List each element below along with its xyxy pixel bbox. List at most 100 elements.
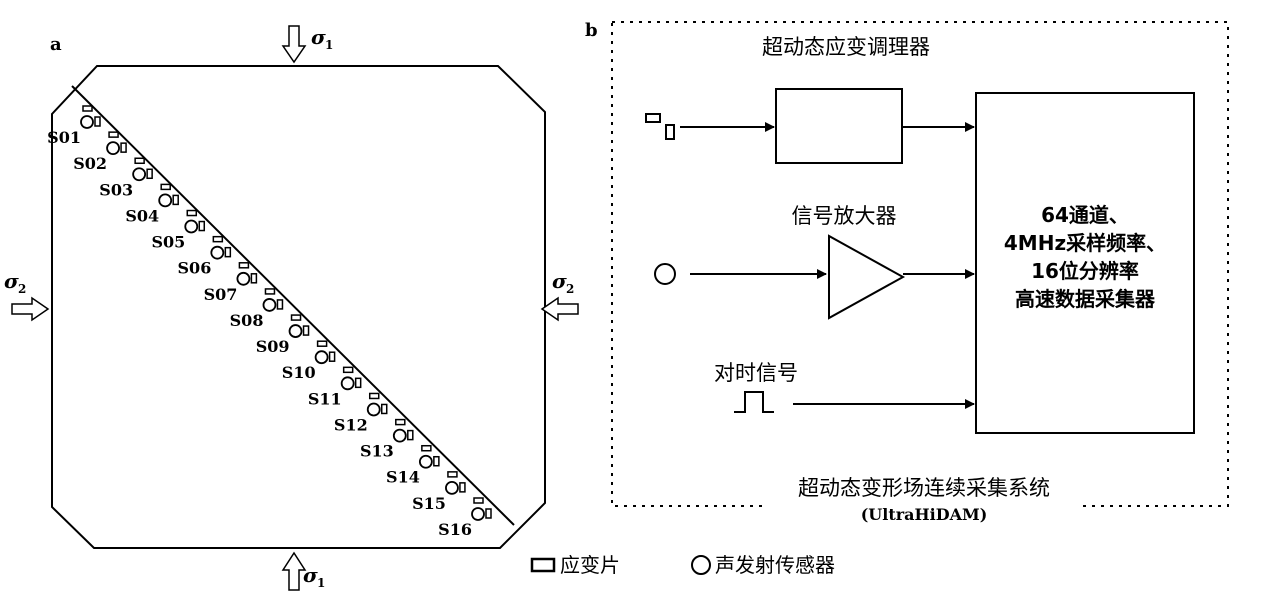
sensor-s02: S02 — [73, 131, 127, 173]
strain-gauge-vertical-icon — [302, 325, 310, 336]
strain-gauge-horizontal-icon — [186, 209, 198, 217]
sigma1-top-symbol: σ — [311, 25, 326, 49]
legend-strain-gauge-icon — [530, 557, 556, 573]
strain-gauge-vertical-icon — [407, 429, 414, 441]
sensor-s12: S12 — [334, 392, 388, 434]
strain-gauge-vertical-icon — [328, 351, 336, 362]
sensor-s08: S08 — [230, 288, 284, 330]
strain-gauge-horizontal-icon — [108, 131, 119, 138]
strain-gauge-horizontal-icon — [368, 392, 380, 400]
ae-sensor-icon — [236, 271, 251, 286]
amplifier-triangle — [828, 234, 906, 320]
sensor-s05: S05 — [151, 209, 206, 252]
sensor-s13: S13 — [360, 418, 414, 461]
daq-line-4: 高速数据采集器 — [1015, 287, 1156, 311]
ae-sensor-icon — [418, 454, 433, 469]
strain-gauge-input-icon — [645, 113, 675, 140]
strain-gauge-horizontal-icon — [395, 418, 406, 426]
strain-gauge-vertical-icon — [198, 220, 206, 232]
panel-b: b 超动态应变调理器 信号放大器 对时信号 64通道、 4MHz采样频率、 16… — [585, 20, 1229, 524]
sigma2-left-subscript: 2 — [18, 282, 26, 296]
legend-ae-sensor-icon — [691, 555, 711, 575]
sigma1-top-subscript: 1 — [325, 38, 333, 52]
sensor-label: S13 — [360, 442, 394, 461]
conditioner-title: 超动态应变调理器 — [762, 35, 930, 59]
strain-gauge-horizontal-icon — [134, 157, 145, 165]
strain-gauge-vertical-icon — [250, 273, 258, 284]
sensor-label: S15 — [412, 494, 446, 513]
ae-sensor-icon — [262, 298, 277, 312]
daq-line-3: 16位分辨率 — [1031, 259, 1139, 283]
panel-b-label: b — [585, 20, 598, 41]
sensor-s14: S14 — [386, 444, 440, 487]
daq-box — [975, 92, 1195, 434]
sensor-label: S16 — [438, 520, 472, 539]
sigma2-right-subscript: 2 — [566, 282, 574, 296]
sensor-label: S04 — [125, 206, 159, 225]
strain-gauge-horizontal-icon — [421, 444, 432, 452]
strain-gauge-vertical-icon — [224, 246, 232, 258]
strain-gauge-vertical-icon — [146, 168, 153, 180]
strain-gauge-horizontal-icon — [82, 105, 93, 112]
daq-line-2: 4MHz采样频率、 — [1004, 231, 1166, 255]
ae-sensor-icon — [288, 324, 303, 338]
strain-gauge-vertical-icon — [94, 116, 101, 127]
stress-arrow-left: σ 2 — [4, 269, 50, 322]
daq-line-1: 64通道、 — [1041, 203, 1129, 227]
ae-sensor-icon — [80, 115, 94, 129]
ae-sensor-icon — [184, 219, 199, 234]
system-subtitle: (UltraHiDAM) — [861, 505, 988, 524]
sensor-s09: S09 — [256, 314, 310, 356]
panel-a-label: a — [50, 34, 62, 55]
legend: 应变片 声发射传感器 — [530, 553, 835, 577]
ae-sensor-icon — [340, 376, 355, 391]
ae-sensor-input-icon — [654, 263, 676, 285]
sensor-s06: S06 — [178, 235, 232, 278]
stress-arrow-top: σ 1 — [281, 25, 333, 64]
ae-sensor-icon — [445, 480, 459, 495]
amplifier-title: 信号放大器 — [792, 204, 897, 228]
strain-gauge-vertical-icon — [120, 142, 127, 153]
boundary-gap — [768, 495, 1080, 517]
strain-gauge-horizontal-icon — [264, 288, 276, 295]
sigma1-bottom-symbol: σ — [303, 563, 318, 587]
strain-gauge-horizontal-icon — [212, 235, 224, 243]
strain-conditioner-box — [775, 88, 903, 164]
sensor-label: S03 — [99, 180, 133, 199]
sensor-array: S01S02S03S04S05S06S07S08S09S10S11S12S13S… — [47, 105, 492, 539]
legend-strain-gauge-label: 应变片 — [560, 553, 620, 577]
timing-signal-title: 对时信号 — [714, 361, 798, 385]
strain-gauge-horizontal-icon — [290, 314, 302, 321]
sigma1-bottom-subscript: 1 — [317, 576, 325, 590]
ae-sensor-icon — [158, 193, 173, 208]
sigma2-right-symbol: σ — [552, 269, 567, 293]
ae-sensor-icon — [106, 141, 120, 156]
strain-gauge-vertical-icon — [433, 455, 440, 467]
rock-specimen — [51, 65, 546, 549]
strain-gauge-vertical-icon — [172, 194, 179, 206]
sensor-label: S08 — [230, 311, 264, 330]
ae-sensor-icon — [132, 167, 147, 182]
sensor-s10: S10 — [282, 340, 336, 382]
legend-ae-sensor-label: 声发射传感器 — [715, 553, 835, 577]
sensor-s16: S16 — [438, 497, 492, 539]
strain-gauge-vertical-icon — [485, 508, 492, 519]
sensor-label: S12 — [334, 415, 368, 434]
pulse-signal-icon — [734, 391, 774, 413]
sensor-label: S07 — [204, 285, 238, 304]
sensor-label: S02 — [73, 154, 107, 173]
sensor-s07: S07 — [204, 262, 258, 304]
sensor-s01: S01 — [47, 105, 101, 147]
strain-gauge-vertical-icon — [276, 299, 284, 310]
strain-gauge-horizontal-icon — [160, 183, 171, 191]
sensor-label: S11 — [308, 389, 342, 408]
sensor-s04: S04 — [125, 183, 179, 225]
strain-gauge-horizontal-icon — [473, 497, 484, 504]
sensor-s03: S03 — [99, 157, 153, 199]
strain-gauge-horizontal-icon — [447, 471, 458, 478]
ae-sensor-icon — [392, 428, 407, 443]
sensor-label: S01 — [47, 128, 81, 147]
sigma2-left-symbol: σ — [4, 269, 19, 293]
system-title: 超动态变形场连续采集系统 — [798, 476, 1050, 500]
